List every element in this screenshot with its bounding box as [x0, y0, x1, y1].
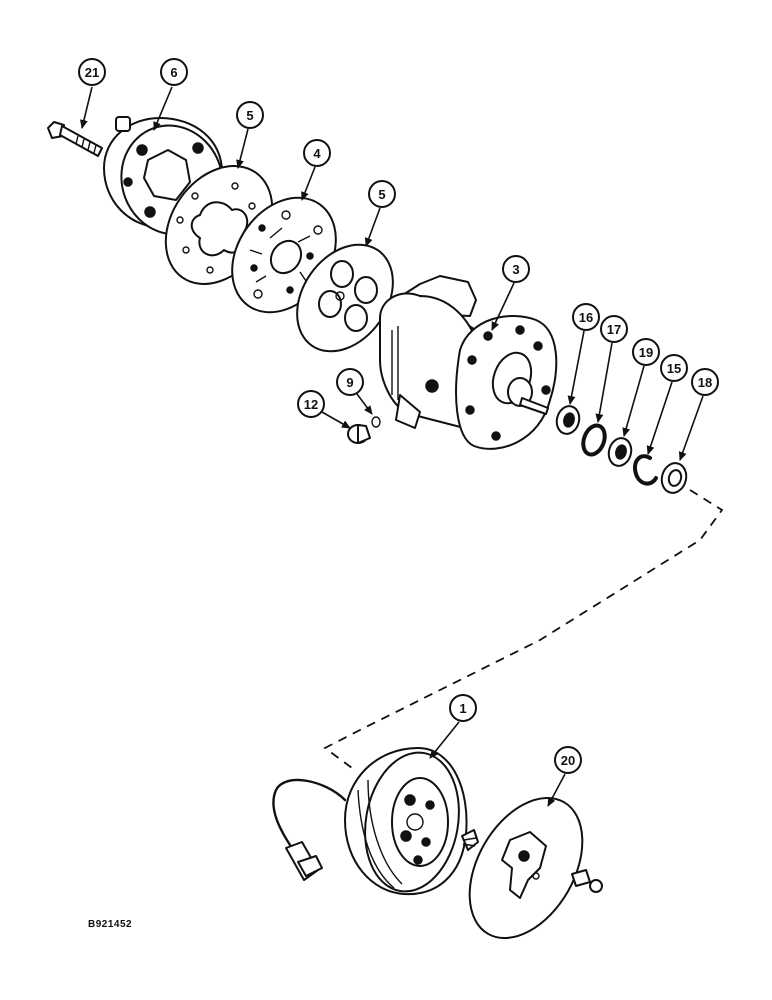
callout-label: 1	[459, 701, 466, 716]
callout-label: 18	[698, 375, 712, 390]
callout-3: 3	[491, 255, 530, 331]
callout-17: 17	[595, 315, 628, 423]
callout-18: 18	[678, 368, 719, 461]
part-20-drive-plate	[461, 796, 603, 940]
part-9-o-ring	[371, 416, 381, 428]
callout-label: 5	[246, 108, 253, 123]
part-1-clutch-pulley	[272, 747, 468, 896]
callout-16: 16	[567, 303, 600, 405]
part-15-snap-ring	[633, 454, 658, 486]
assembly-path-dashed-line	[323, 489, 724, 769]
callout-label: 17	[607, 322, 621, 337]
callout-label: 4	[313, 146, 321, 161]
figure-reference-code: B921452	[88, 919, 133, 930]
callout-label: 9	[346, 375, 353, 390]
part-3-compressor-body	[379, 275, 558, 450]
callout-21: 21	[78, 58, 106, 129]
callout-6: 6	[153, 58, 188, 131]
callout-19: 19	[622, 338, 660, 437]
callout-label: 16	[579, 310, 593, 325]
part-19-seal-seat	[607, 437, 633, 467]
callout-label: 15	[667, 361, 681, 376]
callout-12: 12	[297, 390, 351, 429]
part-16-seal	[555, 405, 581, 435]
part-21-bolt	[47, 121, 103, 157]
callout-5-lower: 5	[365, 180, 396, 247]
part-17-o-ring	[581, 423, 607, 457]
callout-15: 15	[646, 354, 688, 455]
callout-label: 21	[85, 65, 99, 80]
part-18-dust-cover	[660, 462, 688, 494]
callout-label: 20	[561, 753, 575, 768]
callout-label: 6	[170, 65, 177, 80]
part-12-plug	[347, 424, 371, 444]
callout-5-upper: 5	[236, 101, 264, 169]
callout-9: 9	[336, 368, 373, 415]
part-5-gasket-lower	[296, 243, 394, 353]
callout-label: 19	[639, 345, 653, 360]
callout-1: 1	[429, 694, 477, 759]
callout-label: 3	[512, 262, 519, 277]
callout-label: 12	[304, 397, 318, 412]
callout-20: 20	[547, 746, 582, 807]
callout-label: 5	[378, 187, 385, 202]
callout-4: 4	[301, 139, 331, 201]
